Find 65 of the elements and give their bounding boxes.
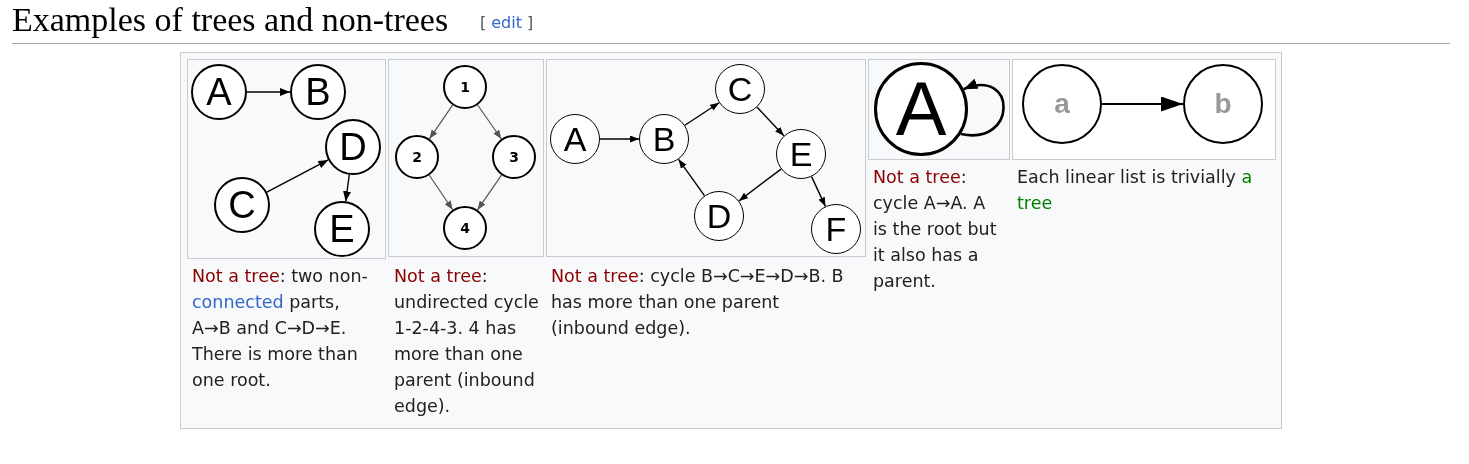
node-label: 1 <box>460 80 470 94</box>
section-heading: Examples of trees and non-trees <box>12 0 449 40</box>
node-label: 2 <box>412 150 422 164</box>
thumbnail-frame <box>868 59 1010 160</box>
graph-node <box>492 135 536 179</box>
arrow <box>599 135 640 143</box>
thumbnail-frame <box>1012 59 1276 160</box>
graph-node <box>776 129 826 179</box>
node-label: C <box>228 186 256 224</box>
graph-node <box>325 119 381 175</box>
node-label: 4 <box>460 221 470 235</box>
loop-arrow <box>960 79 1005 137</box>
arrow <box>476 174 503 211</box>
bracket: ] <box>526 12 534 34</box>
node-label: B <box>305 73 331 111</box>
arrow <box>246 88 291 96</box>
node-label: E <box>329 210 355 248</box>
arrow <box>343 174 351 202</box>
node-label: F <box>825 212 847 246</box>
graph-node <box>639 114 689 164</box>
graph-node <box>715 64 765 114</box>
node-label: A <box>563 122 587 156</box>
link: connected <box>192 292 284 312</box>
node-label: Not a tree: cycle A→A. A is the root but it also has a parent. <box>873 166 998 293</box>
arrow <box>756 106 785 137</box>
node-label: A <box>206 73 232 111</box>
arrow <box>266 159 329 193</box>
edit-link: edit <box>491 12 522 34</box>
arrow <box>1101 96 1184 112</box>
graph-node <box>395 135 439 179</box>
arrow <box>428 174 454 211</box>
graph-node <box>694 191 744 241</box>
node-label: Not a tree: two non-connected parts, A→B and C→D→E. There is more than one root. <box>192 265 369 392</box>
graph-node <box>314 201 370 257</box>
node-label: D <box>706 199 732 233</box>
arrow <box>738 168 782 202</box>
node-label: Each linear list is trivially a tree <box>1017 166 1254 215</box>
graph-node <box>191 64 247 120</box>
node-label: 3 <box>509 150 519 164</box>
bracket: [ <box>480 12 487 34</box>
node-label: Not a tree: undirected cycle 1-2-4-3. 4 has more than one parent (inbound edge). <box>394 265 540 418</box>
node-label: a <box>1054 90 1070 118</box>
graph-node <box>290 64 346 120</box>
node-label: D <box>339 128 367 166</box>
graph-node <box>874 62 968 156</box>
arrow <box>684 102 720 126</box>
node-label: A <box>895 71 947 147</box>
graph-node <box>811 204 861 254</box>
arrow <box>677 158 706 197</box>
arrow <box>428 104 454 140</box>
node-label: B <box>652 122 676 156</box>
node-label: b <box>1214 90 1232 118</box>
node-label: E <box>789 137 813 171</box>
node-label: C <box>727 72 753 106</box>
arrow <box>477 104 502 140</box>
gallery-panel <box>180 52 1282 429</box>
graph-node <box>214 177 270 233</box>
graph-node <box>443 65 487 109</box>
arrow <box>810 175 827 208</box>
thumbnail-frame <box>388 59 544 257</box>
graph-node <box>443 206 487 250</box>
thumbnail-frame <box>187 59 386 259</box>
graph-node <box>550 114 600 164</box>
node-label: Not a tree: cycle B→C→E→D→B. B has more than one parent (inbound edge). <box>551 265 845 340</box>
thumbnail-frame <box>546 59 866 257</box>
